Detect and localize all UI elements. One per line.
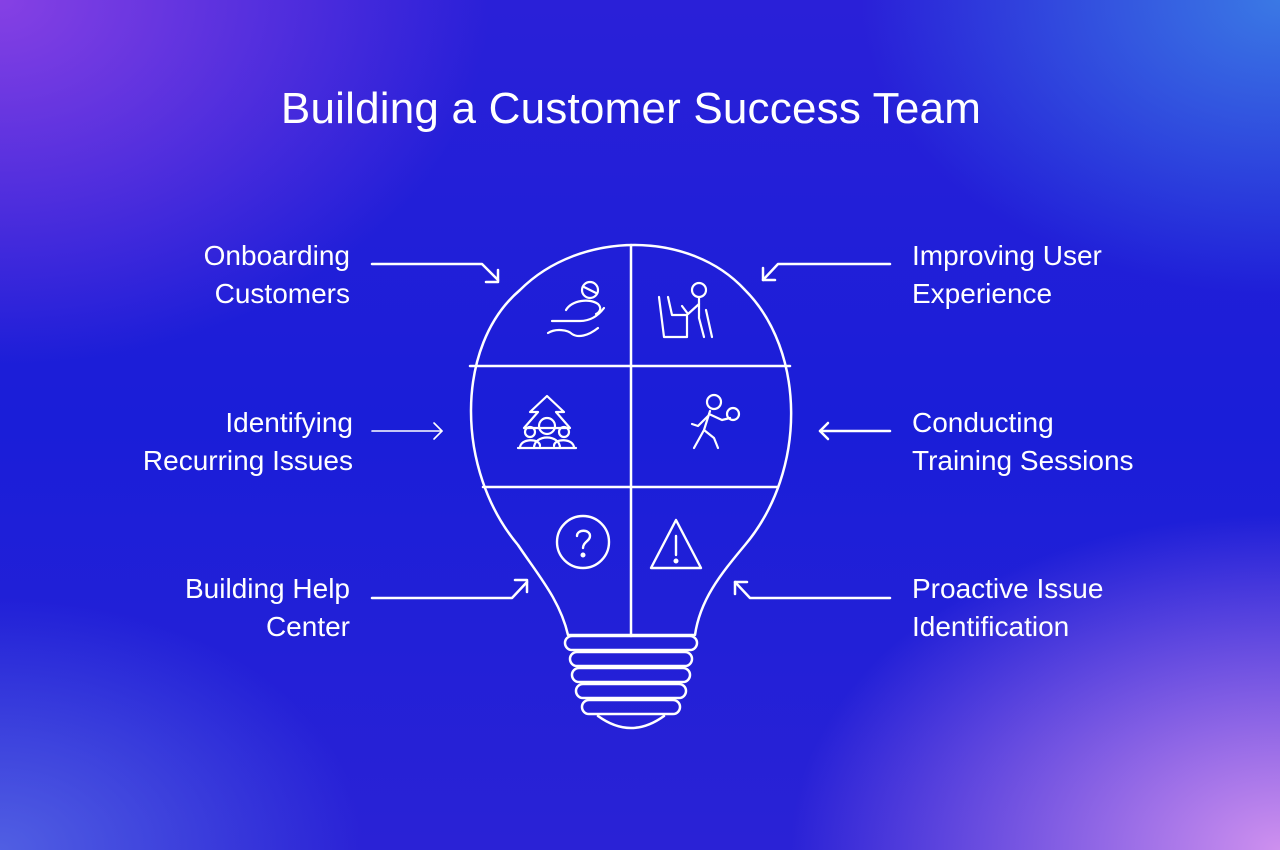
label-identifying-line1: Identifying — [225, 407, 353, 438]
label-onboarding-line1: Onboarding — [203, 240, 350, 271]
label-training-line1: Conducting — [912, 407, 1054, 438]
arrow-onboarding — [370, 262, 500, 284]
arrow-identifying — [371, 422, 443, 440]
label-proactive-line2: Identification — [912, 611, 1070, 642]
label-help-center-line1: Building Help — [185, 573, 350, 604]
label-improving-user-experience: Improving User Experience — [912, 237, 1212, 313]
arrow-help-center — [370, 578, 529, 600]
label-proactive-issue-identification: Proactive Issue Identification — [912, 570, 1212, 646]
person-throwing-ball-icon — [690, 393, 741, 450]
arrow-user-experience — [761, 262, 892, 282]
label-identifying-line2: Recurring Issues — [142, 445, 353, 476]
label-training-line2: Training Sessions — [912, 445, 1134, 476]
hand-holding-person-icon — [546, 280, 606, 338]
team-growth-icon — [516, 394, 578, 450]
label-onboarding-customers: Onboarding Customers — [50, 237, 350, 313]
label-help-center-line2: Center — [265, 611, 350, 642]
label-conducting-training-sessions: Conducting Training Sessions — [912, 404, 1212, 480]
label-identifying-recurring-issues: Identifying Recurring Issues — [53, 404, 353, 480]
page-title: Building a Customer Success Team — [280, 84, 982, 133]
person-at-desk-icon — [657, 281, 714, 339]
question-circle-icon — [555, 514, 611, 570]
label-user-experience-line1: Improving User — [912, 240, 1102, 271]
warning-triangle-icon — [649, 518, 703, 570]
arrow-proactive — [733, 580, 892, 600]
label-onboarding-line2: Customers — [214, 278, 350, 309]
label-building-help-center: Building Help Center — [50, 570, 350, 646]
label-proactive-line1: Proactive Issue — [912, 573, 1104, 604]
bulb-outline — [469, 243, 793, 637]
arrow-training — [818, 421, 892, 441]
bulb-base — [563, 634, 699, 730]
label-user-experience-line2: Experience — [912, 278, 1053, 309]
